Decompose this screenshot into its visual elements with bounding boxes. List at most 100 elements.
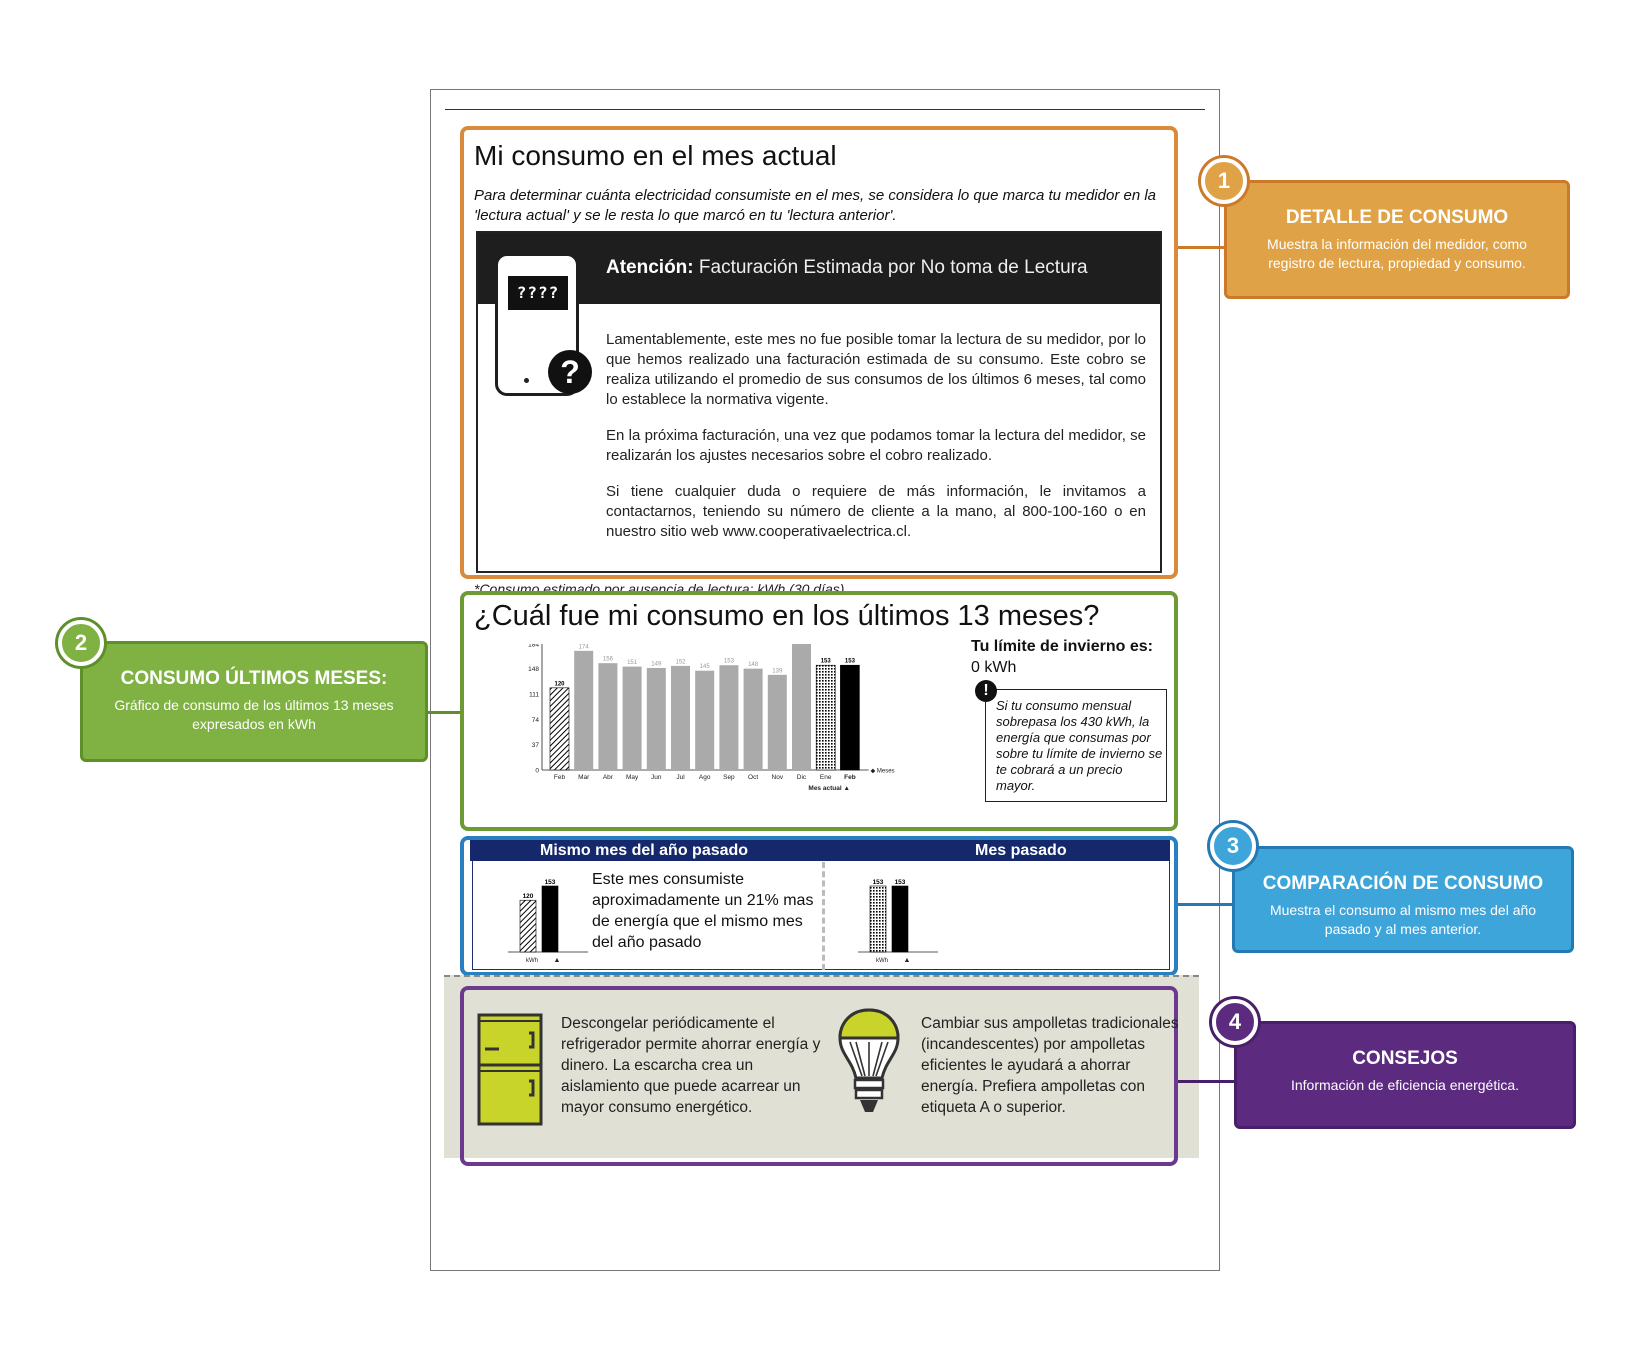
chart-bar <box>622 666 642 770</box>
x-tick-label: Mar <box>578 774 590 781</box>
data-label: 139 <box>772 668 783 674</box>
bulb-tip: Cambiar sus ampolletas tradicionales (in… <box>921 1015 1179 1116</box>
fridge-icon <box>477 1013 543 1126</box>
callout-3-badge: 3 <box>1210 823 1256 869</box>
callout-consumption-detail: DETALLE DE CONSUMO Muestra la informació… <box>1224 180 1570 299</box>
chart-bar <box>671 665 690 770</box>
attention-paragraph-2: En la próxima facturación, una vez que p… <box>606 427 1146 464</box>
x-tick-label: Feb <box>554 774 566 781</box>
callout-4-title: CONSEJOS <box>1352 1048 1458 1069</box>
section-comparison-frame <box>460 836 1178 976</box>
x-tick-label: Oct <box>748 774 758 781</box>
comparison-divider <box>822 862 825 970</box>
callout-1-desc: Muestra la información del medidor, como… <box>1267 236 1527 271</box>
estimated-footnote: *Consumo estimado por ausencia de lectur… <box>474 581 845 591</box>
chart-bar <box>719 665 739 770</box>
x-tick-label: Jun <box>651 774 662 781</box>
unit-label: kWh <box>876 958 888 964</box>
data-label: 145 <box>700 664 711 670</box>
x-tick-label: Feb <box>844 774 856 781</box>
y-tick-label: 74 <box>532 717 540 724</box>
chart-bar <box>743 668 763 770</box>
x-tick-label: Nov <box>772 774 784 781</box>
callout-2-badge: 2 <box>58 620 104 666</box>
question-icon: ? <box>548 350 592 394</box>
section1-title: Mi consumo en el mes actual <box>474 140 837 171</box>
section-last-months-frame <box>460 591 1178 831</box>
comparison-bar <box>869 885 887 953</box>
last-year-comparison-chart: 120 153 kWh ▲ <box>508 879 588 964</box>
comparison-bar <box>891 885 909 953</box>
callout-comparison: COMPARACIÓN DE CONSUMO Muestra el consum… <box>1232 846 1574 953</box>
winter-limit: Tu límite de invierno es: 0 kWh <box>971 638 1153 676</box>
section1-intro: Para determinar cuánta electricidad cons… <box>474 187 1157 224</box>
tips-background <box>444 975 1199 1158</box>
data-label: 149 <box>651 661 662 667</box>
chart-bar <box>695 670 715 770</box>
y-tick-label: 0 <box>535 768 539 775</box>
current-month-label: Mes actual ▲ <box>808 785 849 792</box>
callout-1-title: DETALLE DE CONSUMO <box>1285 207 1509 228</box>
y-tick-label: 111 <box>529 691 539 698</box>
callout-4-connector <box>1178 1080 1234 1083</box>
callout-2-title: CONSUMO ÚLTIMOS MESES: <box>120 668 388 689</box>
callout-3-desc: Muestra el consumo al mismo mes del año … <box>1269 902 1537 937</box>
chart-bar <box>549 687 570 771</box>
callout-3-title: COMPARACIÓN DE CONSUMO <box>1262 873 1544 894</box>
meter-display: ???? <box>508 276 568 310</box>
data-label: 148 <box>748 662 759 668</box>
attention-title: Atención: Facturación Estimada por No to… <box>606 257 1088 278</box>
x-tick-label: May <box>626 774 639 781</box>
current-marker: ▲ <box>904 957 911 964</box>
attention-header <box>478 233 1160 304</box>
data-label: 174 <box>579 644 590 650</box>
same-month-last-year-heading: Mismo mes del año pasado <box>540 842 749 859</box>
data-label: 120 <box>554 681 565 687</box>
x-tick-label: Ago <box>699 774 711 781</box>
callout-2-connector <box>428 711 460 714</box>
meter-dot <box>524 378 529 383</box>
last-month-heading: Mes pasado <box>975 842 1067 859</box>
current-marker: ▲ <box>554 957 561 964</box>
comparison-text: Este mes consumiste aproximadamente un 2… <box>592 871 814 951</box>
x-tick-label: Abr <box>603 774 614 781</box>
warning-text: Si tu consumo mensual sobrepasa los 430 … <box>996 698 1163 793</box>
chart-bar <box>767 674 787 770</box>
callout-1-connector <box>1178 246 1224 249</box>
chart-bar <box>815 664 836 771</box>
light-bulb-icon <box>838 1008 900 1112</box>
data-label: 153 <box>724 659 735 665</box>
chart-bar <box>598 663 618 770</box>
unit-label: kWh <box>526 958 538 964</box>
exclamation-icon: ! <box>975 680 997 702</box>
callout-tips: CONSEJOS Información de eficiencia energ… <box>1234 1021 1576 1129</box>
x-tick-label: Sep <box>723 774 735 781</box>
comparison-value: 153 <box>545 879 556 886</box>
comparison-bar <box>519 899 537 953</box>
winter-limit-warning: Si tu consumo mensual sobrepasa los 430 … <box>985 689 1167 802</box>
meter-icon: ???? ? <box>495 253 592 396</box>
attention-box: Atención: Facturación Estimada por No to… <box>476 231 1162 573</box>
chart-bar <box>646 667 666 770</box>
comparison-value: 153 <box>873 879 884 886</box>
y-tick-label: 37 <box>532 742 540 749</box>
data-label: 152 <box>675 659 686 665</box>
data-label: 156 <box>603 657 614 663</box>
callout-2-desc: Gráfico de consumo de los últimos 13 mes… <box>114 697 394 732</box>
chart-bar <box>574 650 594 770</box>
y-tick-label: 184 <box>528 644 539 649</box>
consumption-bar-chart: kWh03774111148184120Feb174Mar156Abr151Ma… <box>528 644 895 792</box>
callout-4-badge: 4 <box>1212 999 1258 1045</box>
callout-3-connector <box>1178 903 1232 906</box>
last-month-comparison-chart: 153 153 kWh ▲ <box>858 879 938 964</box>
x-axis-title: ◆ Meses <box>871 769 895 775</box>
comparison-value: 153 <box>895 879 906 886</box>
callout-last-months: CONSUMO ÚLTIMOS MESES: Gráfico de consum… <box>80 641 428 762</box>
section-consumption-detail-frame <box>460 126 1178 579</box>
data-label: 151 <box>627 660 638 666</box>
chart-bar <box>840 664 860 771</box>
data-label: 153 <box>821 659 832 665</box>
callout-1-badge: 1 <box>1201 158 1247 204</box>
comparison-bar <box>541 885 559 953</box>
comparison-value: 120 <box>523 893 534 900</box>
